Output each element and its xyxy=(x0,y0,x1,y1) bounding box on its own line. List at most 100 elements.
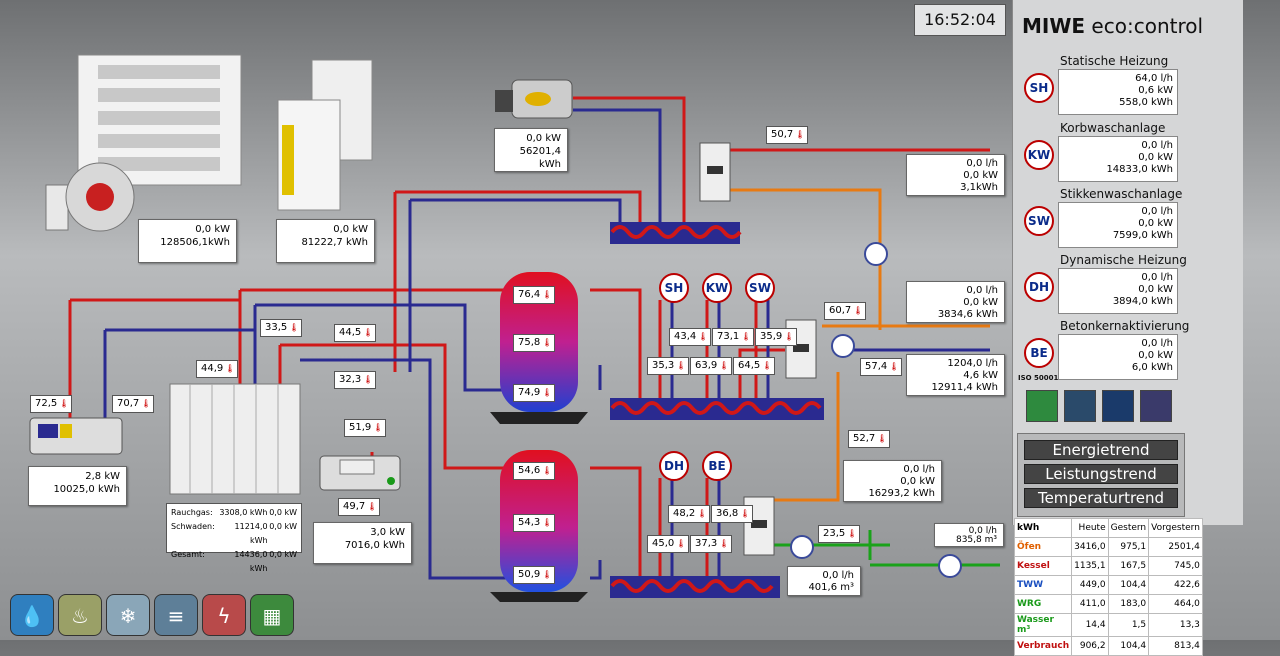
system-badge-sh[interactable]: SH xyxy=(1024,73,1054,103)
system-badge-kw[interactable]: KW xyxy=(1024,140,1054,170)
temp-tag: 44,5🌡 xyxy=(334,324,377,342)
report-icon[interactable] xyxy=(1026,390,1058,422)
tank2-mid-temp: 54,3🌡 xyxy=(513,514,556,532)
water2-volume: 835,8 m³ xyxy=(955,535,997,545)
thermometer-icon: 🌡 xyxy=(542,338,553,347)
temp-tag: 32,3🌡 xyxy=(334,371,377,389)
temp-tag: 72,5🌡 xyxy=(30,395,73,413)
system-title: Korbwaschanlage xyxy=(1060,121,1166,135)
thermometer-icon: 🌡 xyxy=(698,332,709,341)
thermometer-icon: 🌡 xyxy=(367,502,378,511)
temp-tag: 33,5🌡 xyxy=(260,319,303,337)
gauge-icon[interactable] xyxy=(1064,390,1096,422)
energy-table-header: kWh Heute Gestern Vorgestern xyxy=(1013,518,1203,538)
system-badge-sw[interactable]: SW xyxy=(1024,206,1054,236)
temp-tag: 51,9🌡 xyxy=(344,419,387,437)
temp-tag: 35,9🌡 xyxy=(755,328,798,346)
temp-tag: 43,4🌡 xyxy=(669,328,712,346)
hx-left-box: 2,8 kW 10025,0 kWh xyxy=(28,466,127,506)
flow-low-box: 0,0 l/h 0,0 kW 16293,2 kWh xyxy=(843,460,942,502)
thermometer-icon: 🌡 xyxy=(853,306,864,315)
flow-mid2-energy: 12911,4 kWh xyxy=(931,382,998,393)
temp-tag: 37,3🌡 xyxy=(690,535,733,553)
oven2-power: 0,0 kW xyxy=(333,224,368,235)
flow-mid2-power: 4,6 kW xyxy=(963,370,998,381)
temp-tag: 49,7🌡 xyxy=(338,498,381,516)
thermometer-icon: 🌡 xyxy=(542,388,553,397)
system-badge-be[interactable]: BE xyxy=(1024,338,1054,368)
system-title: Betonkernaktivierung xyxy=(1060,319,1190,333)
grid-icon[interactable]: ▦ xyxy=(250,594,294,636)
flow-icon[interactable] xyxy=(1102,390,1134,422)
thermometer-icon: 🌡 xyxy=(847,529,858,538)
snowflake-icon[interactable]: ❄ xyxy=(106,594,150,636)
clock-display: 16:52:04 xyxy=(914,4,1006,36)
temp-tag: 63,9🌡 xyxy=(690,357,733,375)
tank2-bottom-temp: 50,9🌡 xyxy=(513,566,556,584)
thermometer-icon: 🌡 xyxy=(676,539,687,548)
thermometer-icon: 🌡 xyxy=(719,539,730,548)
flow-mid-energy: 3834,6 kWh xyxy=(937,309,998,320)
oven2-energy-box: 0,0 kW 81222,7 kWh xyxy=(276,219,375,263)
tank1-bottom-temp: 74,9🌡 xyxy=(513,384,556,402)
circuit-badge-kw[interactable]: KW xyxy=(702,273,732,303)
water2-box: 0,0 l/h 835,8 m³ xyxy=(934,523,1004,547)
oven1-energy-box: 0,0 kW 128506,1kWh xyxy=(138,219,237,263)
thermometer-icon: 🌡 xyxy=(59,399,70,408)
thermometer-icon: 🌡 xyxy=(542,518,553,527)
lightning-icon[interactable]: ϟ xyxy=(202,594,246,636)
hx-left-power: 2,8 kW xyxy=(85,471,120,482)
circuit-badge-sw[interactable]: SW xyxy=(745,273,775,303)
circuit-badge-dh[interactable]: DH xyxy=(659,451,689,481)
flow-low-rate: 0,0 l/h xyxy=(903,464,935,475)
flow-low-energy: 16293,2 kWh xyxy=(868,488,935,499)
flow-top-energy: 3,1kWh xyxy=(960,182,998,193)
thermometer-icon: 🌡 xyxy=(542,570,553,579)
thermometer-icon: 🌡 xyxy=(719,361,730,370)
circuit-badge-be[interactable]: BE xyxy=(702,451,732,481)
hx-mid-power: 3,0 kW xyxy=(370,527,405,538)
piping-diagram xyxy=(29,54,1000,602)
hx-mid-energy: 7016,0 kWh xyxy=(344,540,405,551)
temp-tag: 35,3🌡 xyxy=(647,357,690,375)
power-trend-button[interactable]: Leistungstrend xyxy=(1024,464,1178,484)
temp-tag: 60,7🌡 xyxy=(824,302,867,320)
temp-tag: 52,7🌡 xyxy=(848,430,891,448)
system-title: Statische Heizung xyxy=(1060,54,1169,68)
temp-tag: 73,1🌡 xyxy=(712,328,755,346)
thermometer-icon: 🌡 xyxy=(877,434,888,443)
water-drop-icon[interactable]: 💧 xyxy=(10,594,54,636)
flow-mid2-box: 1204,0 l/h 4,6 kW 12911,4 kWh xyxy=(906,354,1005,396)
flow-top-box: 0,0 l/h 0,0 kW 3,1kWh xyxy=(906,154,1005,196)
hx-left-energy: 10025,0 kWh xyxy=(53,484,120,495)
bar-chart-icon[interactable] xyxy=(1140,390,1172,422)
pipes-icon[interactable]: ≡ xyxy=(154,594,198,636)
flame-icon[interactable]: ♨ xyxy=(58,594,102,636)
burner-energy-box: 0,0 kW 56201,4 kWh xyxy=(494,128,568,172)
thermometer-icon: 🌡 xyxy=(141,399,152,408)
energy-trend-button[interactable]: Energietrend xyxy=(1024,440,1178,460)
tank1-top-temp: 76,4🌡 xyxy=(513,286,556,304)
thermometer-icon: 🌡 xyxy=(225,364,236,373)
temp-tag: 70,7🌡 xyxy=(112,395,155,413)
flow-top-power: 0,0 kW xyxy=(963,170,998,181)
circuit-badge-sh[interactable]: SH xyxy=(659,273,689,303)
system-badge-dh[interactable]: DH xyxy=(1024,272,1054,302)
system-title: Dynamische Heizung xyxy=(1060,253,1187,267)
thermometer-icon: 🌡 xyxy=(762,361,773,370)
temperature-trend-button[interactable]: Temperaturtrend xyxy=(1024,488,1178,508)
oven1-energy: 128506,1kWh xyxy=(160,237,230,248)
water1-box: 0,0 l/h 401,6 m³ xyxy=(787,566,861,596)
temp-tag: 57,4🌡 xyxy=(860,358,903,376)
temp-tag: 50,7🌡 xyxy=(766,126,809,144)
